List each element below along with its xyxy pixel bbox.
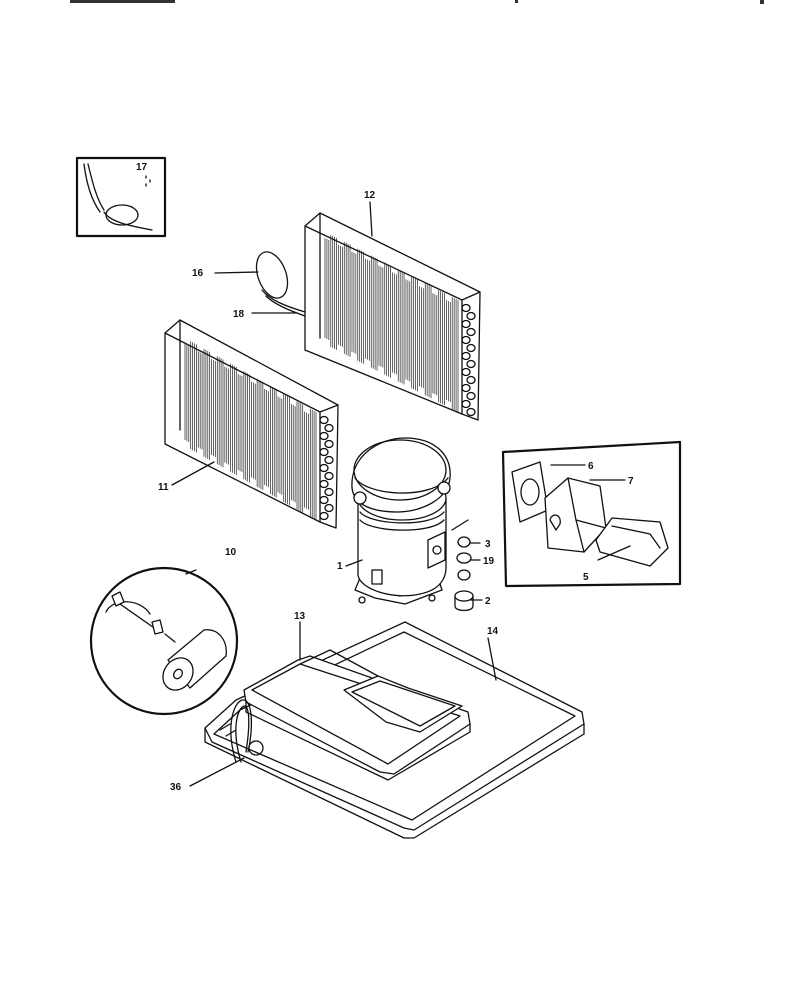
capacitor-inset xyxy=(89,566,239,716)
label-19: 19 xyxy=(483,556,495,567)
drain-tray xyxy=(243,649,471,781)
label-18: 18 xyxy=(233,309,245,320)
condenser-coil-rear xyxy=(304,212,481,421)
label-10: 10 xyxy=(225,547,237,558)
label-6: 6 xyxy=(588,461,594,472)
label-1: 1 xyxy=(337,561,343,572)
label-5: 5 xyxy=(583,572,589,583)
mounting-hardware xyxy=(454,536,474,612)
evaporator-coil-front xyxy=(164,319,339,529)
compressor xyxy=(351,437,451,605)
label-36: 36 xyxy=(170,782,182,793)
leader-lines xyxy=(171,201,631,787)
label-16: 16 xyxy=(192,268,204,279)
part-labels: 17 12 16 18 11 1 10 3 19 2 6 7 5 13 14 3… xyxy=(136,162,634,793)
label-12: 12 xyxy=(364,190,376,201)
label-17: 17 xyxy=(136,162,148,173)
label-2: 2 xyxy=(485,596,491,607)
label-14: 14 xyxy=(487,626,499,637)
part-17-inset xyxy=(75,156,167,238)
label-11: 11 xyxy=(158,482,169,493)
drain-hose xyxy=(230,699,252,763)
terminal-cover-inset xyxy=(501,440,682,588)
capillary-tube xyxy=(255,251,306,317)
label-13: 13 xyxy=(294,611,306,622)
top-edge-artifacts xyxy=(70,0,764,4)
label-7: 7 xyxy=(628,476,634,487)
label-3: 3 xyxy=(485,539,491,550)
